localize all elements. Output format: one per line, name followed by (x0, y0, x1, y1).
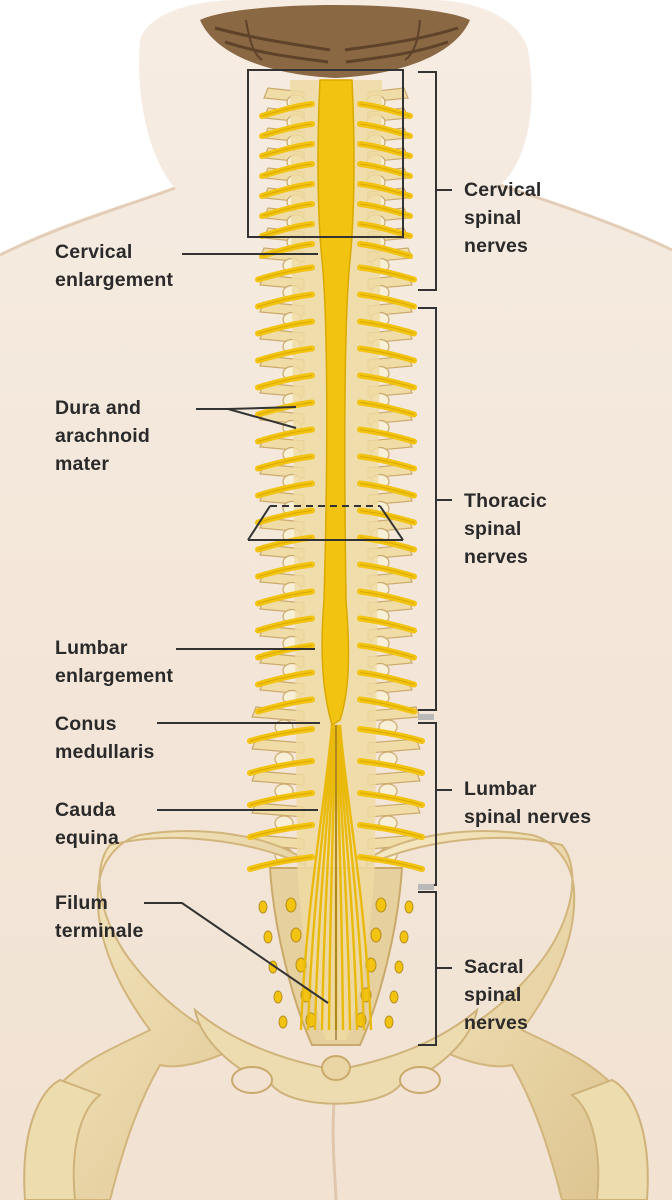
label-cervical-spinal-nerves: Cervical spinal nerves (464, 176, 542, 260)
label-dura-and-arachnoid-mater: Dura and arachnoid mater (55, 394, 150, 478)
sacral-foramen (291, 928, 301, 942)
sacral-foramen (371, 928, 381, 942)
label-filum-terminale: Filum terminale (55, 889, 144, 945)
sacral-foramen (259, 901, 267, 913)
sacral-foramen (264, 931, 272, 943)
sacral-foramen (395, 961, 403, 973)
sacral-foramen (286, 898, 296, 912)
sacral-foramen (390, 991, 398, 1003)
sacral-foramen (376, 898, 386, 912)
sacral-foramen (400, 931, 408, 943)
label-thoracic-spinal-nerves: Thoracic spinal nerves (464, 487, 547, 571)
label-cervical-enlargement: Cervical enlargement (55, 238, 173, 294)
label-cauda-equina: Cauda equina (55, 796, 119, 852)
label-lumbar-enlargement: Lumbar enlargement (55, 634, 173, 690)
sacral-foramen (405, 901, 413, 913)
sacral-foramen (274, 991, 282, 1003)
label-sacral-spinal-nerves: Sacral spinal nerves (464, 953, 528, 1037)
sacral-foramen (385, 1016, 393, 1028)
sacral-foramen (279, 1016, 287, 1028)
label-conus-medullaris: Conus medullaris (55, 710, 155, 766)
label-lumbar-spinal-nerves: Lumbar spinal nerves (464, 775, 591, 831)
